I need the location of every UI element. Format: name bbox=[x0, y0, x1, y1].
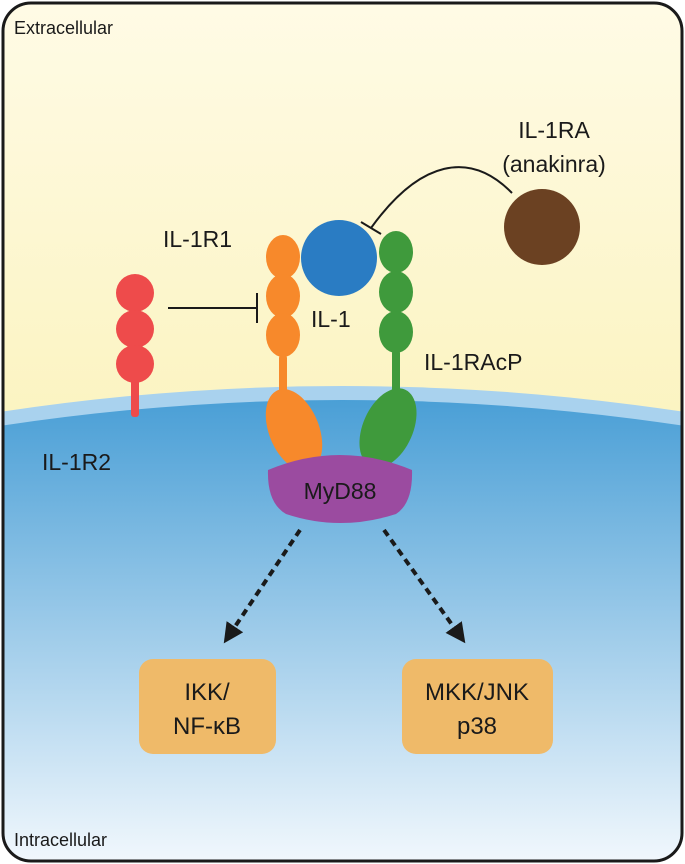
output-mkk-line2: p38 bbox=[457, 713, 497, 740]
il1racp-domain-1 bbox=[379, 231, 413, 273]
il1r1-domain-2 bbox=[266, 274, 300, 318]
il1ra-inhibition-curve bbox=[360, 166, 513, 235]
il1r2-label: IL-1R2 bbox=[42, 449, 111, 475]
il1racp-stalk bbox=[392, 350, 400, 400]
il1ra-label-line1: IL-1RA bbox=[518, 117, 590, 143]
myd88-adaptor bbox=[267, 455, 413, 523]
arrow-to-mkk bbox=[382, 528, 466, 644]
il1r2-stalk bbox=[131, 375, 139, 417]
il1ra-label-line2: (anakinra) bbox=[502, 151, 606, 177]
il1racp-domain-3 bbox=[379, 311, 413, 353]
output-box-mkk-bg bbox=[402, 659, 553, 754]
il1r2-domain-3 bbox=[116, 345, 154, 383]
il1r1-domain-1 bbox=[266, 235, 300, 279]
il1r2-receptor bbox=[116, 274, 154, 417]
intracellular-label: Intracellular bbox=[14, 830, 107, 850]
output-ikk-line1: IKK/ bbox=[184, 679, 230, 706]
il1r2-domain-1 bbox=[116, 274, 154, 312]
il1r1-domain-3 bbox=[266, 313, 300, 357]
il1r2-domain-2 bbox=[116, 310, 154, 348]
il1racp-receptor bbox=[359, 231, 417, 468]
il1racp-label: IL-1RAcP bbox=[424, 349, 522, 375]
il1r1-label: IL-1R1 bbox=[163, 226, 232, 252]
output-box-mkk: MKK/JNK p38 bbox=[402, 659, 553, 754]
il1-label: IL-1 bbox=[311, 306, 351, 332]
output-box-ikk: IKK/ NF-κB bbox=[139, 659, 276, 754]
output-box-ikk-bg bbox=[139, 659, 276, 754]
extracellular-label: Extracellular bbox=[14, 18, 113, 38]
il1r1-tir-domain bbox=[265, 389, 323, 471]
il1r2-inhibition-line bbox=[168, 293, 258, 323]
il1r1-receptor bbox=[265, 235, 323, 471]
il1-ligand bbox=[301, 220, 377, 296]
il1ra-antagonist bbox=[504, 189, 580, 265]
output-mkk-line1: MKK/JNK bbox=[425, 679, 529, 706]
arrow-to-ikk bbox=[223, 528, 302, 644]
il1racp-domain-2 bbox=[379, 271, 413, 313]
il1racp-tir-domain bbox=[359, 388, 417, 468]
myd88-label: MyD88 bbox=[304, 478, 377, 504]
output-ikk-line2: NF-κB bbox=[173, 713, 241, 740]
